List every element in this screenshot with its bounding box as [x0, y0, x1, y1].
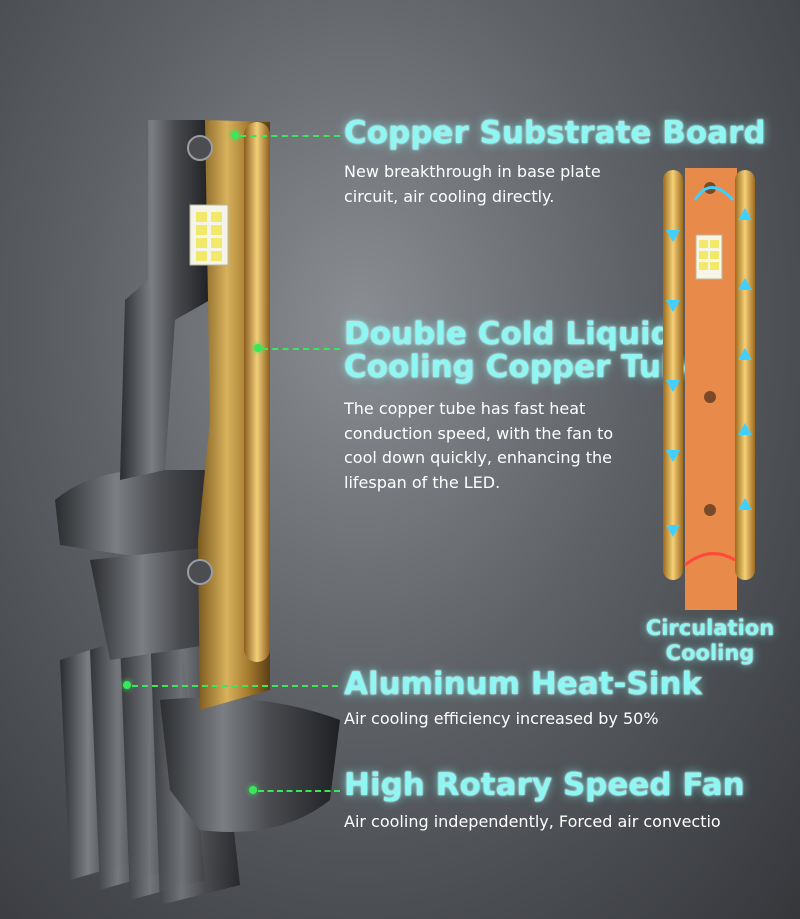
callout-leader: [262, 348, 340, 350]
left-tube: [663, 170, 683, 580]
copper-plate: [685, 168, 737, 610]
callout-title-copper-substrate: Copper Substrate Board: [344, 115, 766, 151]
screw-icon: [187, 135, 213, 161]
callout-dot: [254, 344, 262, 352]
circulation-diagram: [663, 168, 755, 610]
callout-title-fan: High Rotary Speed Fan: [344, 767, 745, 803]
callout-dot: [123, 681, 131, 689]
callout-leader: [132, 685, 338, 687]
mount-collar: [55, 470, 230, 560]
circulation-line1: Circulation: [645, 616, 775, 640]
circulation-cooling-label: Circulation Cooling: [630, 616, 790, 666]
copper-tube: [244, 122, 270, 662]
fan-housing: [160, 697, 340, 832]
circulation-line2: Cooling: [665, 641, 755, 665]
callout-title-copper-tube-line1: Double Cold Liquid: [344, 316, 673, 352]
callout-leader: [258, 790, 340, 792]
flow-arrow-icon: [666, 208, 752, 537]
screw-icon: [187, 559, 213, 585]
led-chip: [189, 204, 229, 266]
callout-dot: [249, 786, 257, 794]
right-tube: [735, 170, 755, 580]
bulb-body: [120, 120, 210, 480]
callout-leader: [240, 135, 340, 137]
callout-title-copper-tube-line2: Cooling Copper Tube: [344, 349, 705, 385]
bottom-flow-arrow-icon: [684, 552, 736, 567]
callout-dot: [231, 131, 239, 139]
top-flow-arrow-icon: [693, 186, 735, 202]
callout-desc-copper-tube: The copper tube has fast heat conduction…: [344, 399, 614, 492]
callout-desc-copper-substrate: New breakthrough in base plate circuit, …: [344, 162, 601, 206]
callout-desc-heat-sink: Air cooling efficiency increased by 50%: [344, 709, 659, 728]
callout-desc-fan: Air cooling independently, Forced air co…: [344, 812, 721, 831]
callout-title-heat-sink: Aluminum Heat-Sink: [344, 666, 703, 702]
